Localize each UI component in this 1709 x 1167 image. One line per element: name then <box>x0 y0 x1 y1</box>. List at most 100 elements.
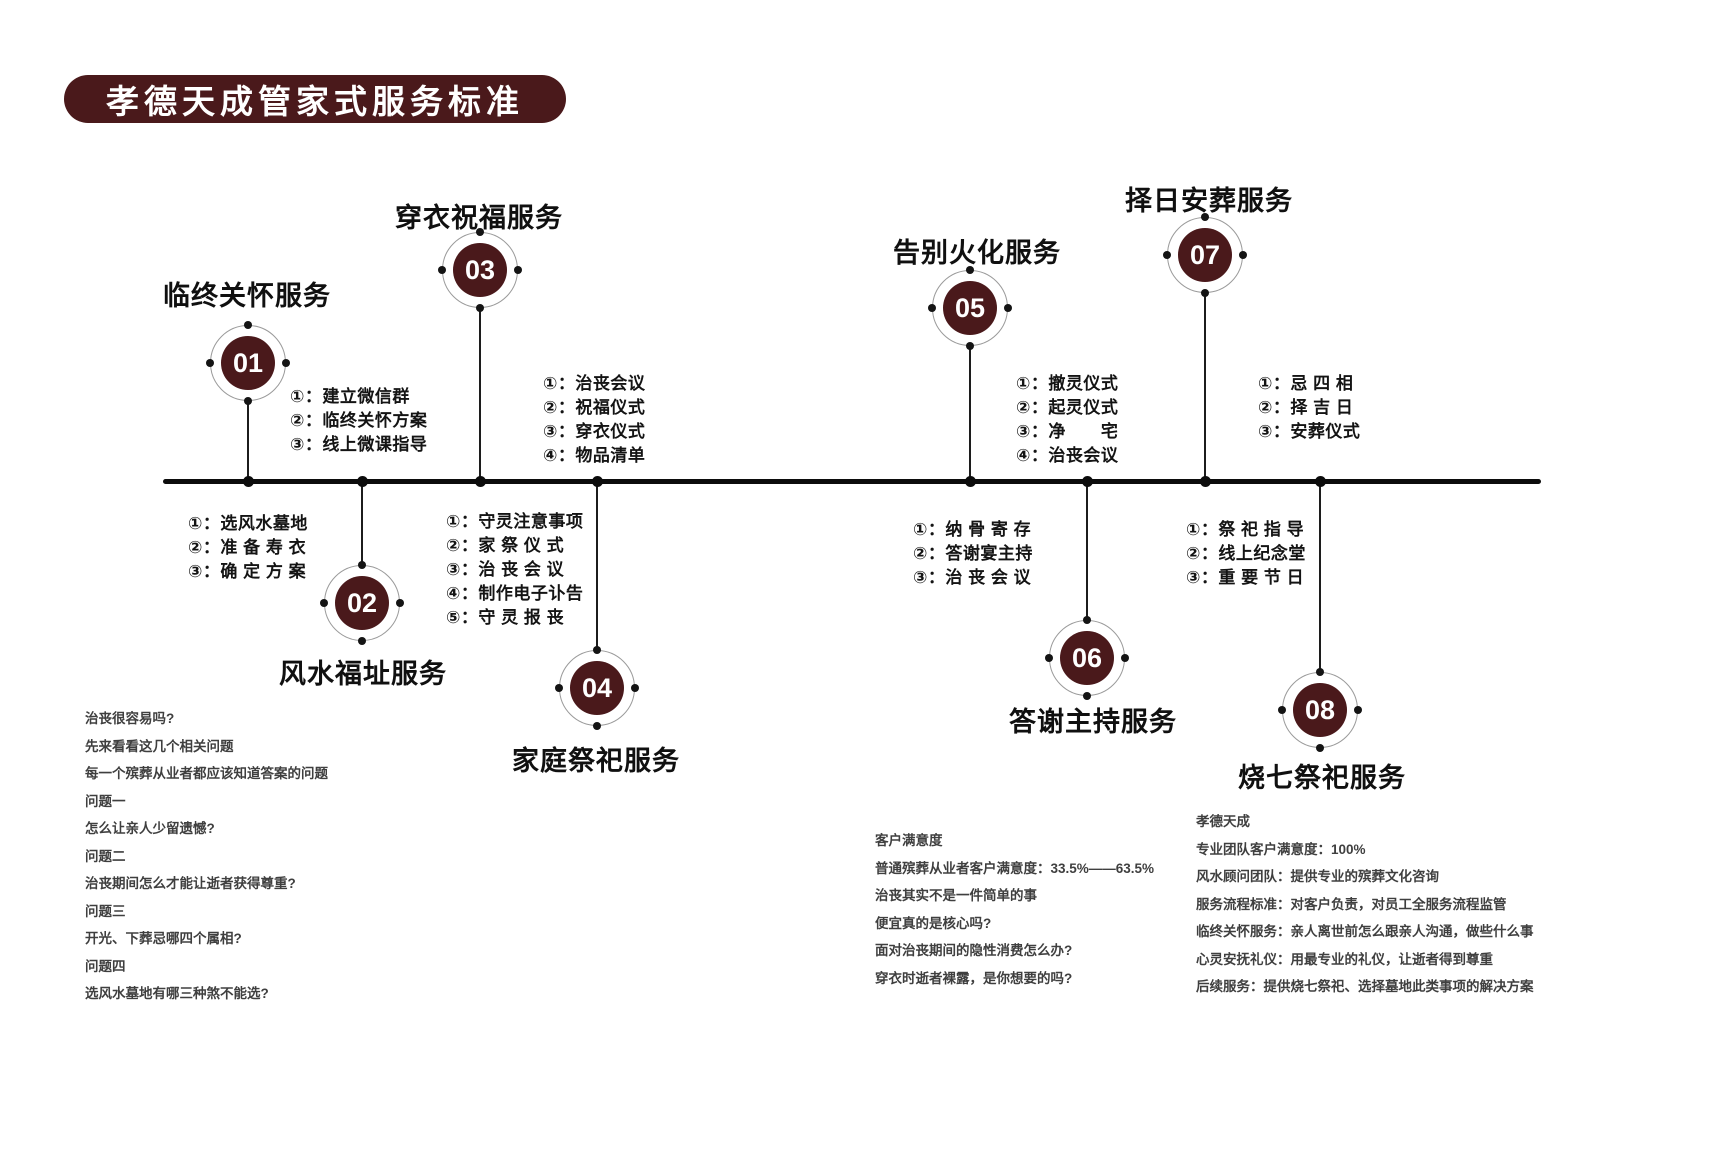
brand-line: 孝德天成 <box>1196 814 1250 829</box>
node-dot-bottom <box>1201 289 1209 297</box>
stage-node-01: 01 <box>206 321 290 405</box>
stage-item: ④：制作电子讣告 <box>446 584 584 603</box>
stage-number-badge: 02 <box>335 576 389 630</box>
stage-item: ③：确 定 方 案 <box>188 562 307 581</box>
node-dot-left <box>555 684 563 692</box>
stage-items-07: ①：忌 四 相 ②：择 吉 日 ③：安葬仪式 <box>1258 372 1360 444</box>
stage-items-08: ①：祭 祀 指 导 ②：线上纪念堂 ③：重 要 节 日 <box>1186 518 1306 590</box>
stage-title-05: 告别火化服务 <box>893 238 1061 268</box>
stage-item: ③：治 丧 会 议 <box>446 560 565 579</box>
stage-item: ②：起灵仪式 <box>1016 398 1119 417</box>
stage-number-badge: 03 <box>453 243 507 297</box>
brand-line: 服务流程标准：对客户负责，对员工全服务流程监管 <box>1196 896 1507 912</box>
node-dot-bottom <box>593 722 601 730</box>
satisfaction-line: 穿衣时逝者裸露，是你想要的吗? <box>875 970 1073 986</box>
stage-item: ③：净 宅 <box>1016 422 1119 441</box>
stage-stem-06 <box>1086 484 1088 620</box>
stage-items-03: ①：治丧会议 ②：祝福仪式 ③：穿衣仪式 ④：物品清单 <box>543 372 645 468</box>
node-dot-top <box>358 561 366 569</box>
question-line: 问题二 <box>85 848 126 864</box>
stage-number-badge: 05 <box>943 281 997 335</box>
stage-item: ②：线上纪念堂 <box>1186 544 1306 563</box>
stage-items-04: ①：守灵注意事项 ②：家 祭 仪 式 ③：治 丧 会 议 ④：制作电子讣告 ⑤：… <box>446 510 583 630</box>
node-dot-left <box>438 266 446 274</box>
stage-node-05: 05 <box>928 266 1012 350</box>
satisfaction-line: 面对治丧期间的隐性消费怎么办? <box>875 943 1073 958</box>
brand-line: 临终关怀服务：亲人离世前怎么跟亲人沟通，做些什么事 <box>1196 924 1534 939</box>
stage-item: ②：择 吉 日 <box>1258 398 1354 417</box>
timeline-dot-07 <box>1200 476 1211 487</box>
question-line: 问题四 <box>85 958 126 974</box>
node-dot-bottom <box>476 304 484 312</box>
question-line: 怎么让亲人少留遗憾? <box>85 821 215 836</box>
stage-item: ②：准 备 寿 衣 <box>188 538 307 557</box>
timeline-dot-02 <box>357 476 368 487</box>
satisfaction-line: 治丧其实不是一件简单的事 <box>875 888 1037 903</box>
stage-item: ①：忌 四 相 <box>1258 374 1354 393</box>
question-line: 选风水墓地有哪三种煞不能选? <box>85 986 269 1001</box>
node-dot-top <box>1201 213 1209 221</box>
question-line: 治丧很容易吗? <box>85 711 175 726</box>
node-dot-right <box>396 599 404 607</box>
node-dot-bottom <box>1316 744 1324 752</box>
question-line: 每一个殡葬从业者都应该知道答案的问题 <box>85 766 328 781</box>
stage-node-03: 03 <box>438 228 522 312</box>
node-dot-left <box>320 599 328 607</box>
brand-column: 孝德天成 专业团队客户满意度：100% 风水顾问团队：提供专业的殡葬文化咨询 服… <box>1196 815 1534 1008</box>
question-line: 先来看看这几个相关问题 <box>85 738 234 754</box>
stage-stem-01 <box>247 401 249 481</box>
stage-item: ①：建立微信群 <box>290 387 410 406</box>
stage-node-04: 04 <box>555 646 639 730</box>
question-line: 治丧期间怎么才能让逝者获得尊重? <box>85 876 296 891</box>
stage-title-04: 家庭祭祀服务 <box>512 746 680 776</box>
stage-items-01: ①：建立微信群 ②：临终关怀方案 ③：线上微课指导 <box>290 385 427 457</box>
node-dot-right <box>1121 654 1129 662</box>
stage-item: ③：治 丧 会 议 <box>913 568 1032 587</box>
timeline-axis <box>163 479 1541 484</box>
stage-item: ③：穿衣仪式 <box>543 422 646 441</box>
node-dot-left <box>1045 654 1053 662</box>
stage-number-badge: 08 <box>1293 683 1347 737</box>
node-dot-top <box>593 646 601 654</box>
satisfaction-line: 便宜真的是核心吗? <box>875 915 992 931</box>
node-dot-top <box>476 228 484 236</box>
stage-item: ③：线上微课指导 <box>290 435 428 454</box>
stage-item: ①：撤灵仪式 <box>1016 374 1119 393</box>
stage-item: ①：治丧会议 <box>543 374 646 393</box>
stage-number-badge: 01 <box>221 336 275 390</box>
node-dot-bottom <box>1083 692 1091 700</box>
stage-node-02: 02 <box>320 561 404 645</box>
stage-stem-05 <box>969 346 971 481</box>
node-dot-left <box>206 359 214 367</box>
node-dot-right <box>631 684 639 692</box>
timeline-dot-05 <box>965 476 976 487</box>
timeline-dot-04 <box>592 476 603 487</box>
stage-number-badge: 07 <box>1178 228 1232 282</box>
node-dot-right <box>282 359 290 367</box>
stage-item: ②：答谢宴主持 <box>913 544 1033 563</box>
brand-line: 专业团队客户满意度：100% <box>1196 841 1366 857</box>
node-dot-right <box>1004 304 1012 312</box>
node-dot-top <box>244 321 252 329</box>
stage-item: ①：祭 祀 指 导 <box>1186 520 1305 539</box>
stage-items-06: ①：纳 骨 寄 存 ②：答谢宴主持 ③：治 丧 会 议 <box>913 518 1033 590</box>
stage-items-05: ①：撤灵仪式 ②：起灵仪式 ③：净 宅 ④：治丧会议 <box>1016 372 1118 468</box>
node-dot-top <box>966 266 974 274</box>
node-dot-top <box>1316 668 1324 676</box>
node-dot-top <box>1083 616 1091 624</box>
stage-item: ②：家 祭 仪 式 <box>446 536 565 555</box>
node-dot-right <box>1354 706 1362 714</box>
satisfaction-column: 客户满意度 普通殡葬从业者客户满意度：33.5%——63.5% 治丧其实不是一件… <box>875 834 1154 999</box>
stage-item: ①：守灵注意事项 <box>446 512 584 531</box>
node-dot-bottom <box>244 397 252 405</box>
brand-line: 心灵安抚礼仪：用最专业的礼仪，让逝者得到尊重 <box>1196 951 1493 967</box>
stage-item: ②：临终关怀方案 <box>290 411 428 430</box>
question-line: 问题一 <box>85 793 126 809</box>
stage-node-06: 06 <box>1045 616 1129 700</box>
satisfaction-line: 普通殡葬从业者客户满意度：33.5%——63.5% <box>875 860 1155 876</box>
page-title: 孝德天成管家式服务标准 <box>64 75 566 123</box>
stage-items-02: ①：选风水墓地 ②：准 备 寿 衣 ③：确 定 方 案 <box>188 512 308 584</box>
stage-title-02: 风水福址服务 <box>279 659 447 689</box>
stage-item: ①：纳 骨 寄 存 <box>913 520 1032 539</box>
